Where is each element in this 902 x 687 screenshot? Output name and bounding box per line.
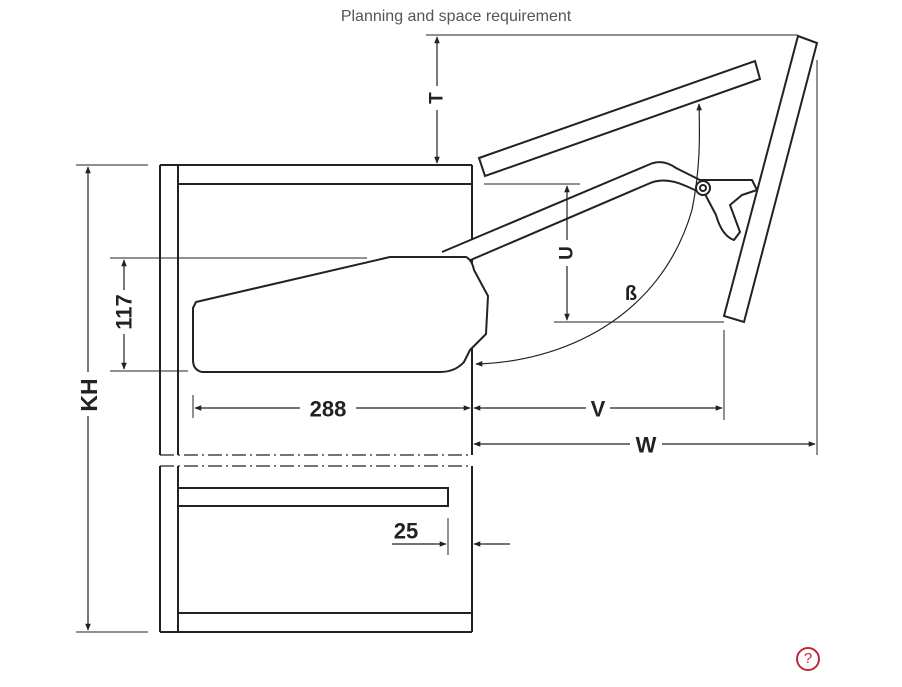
u-label: U — [557, 246, 578, 260]
mechanism-housing — [192, 256, 489, 373]
w-label: W — [636, 433, 657, 458]
intermediate-flap — [477, 59, 762, 178]
cabinet-top-panel — [160, 164, 472, 185]
setback-25-label: 25 — [394, 519, 418, 544]
angle-beta-arc — [475, 103, 702, 367]
cabinet-bottom-panel — [160, 612, 472, 633]
break-lines — [160, 454, 472, 467]
help-icon[interactable]: ? — [796, 647, 820, 671]
angle-beta-label: ß — [625, 283, 637, 305]
cabinet-shelf — [177, 487, 449, 507]
v-label: V — [591, 397, 606, 422]
depth-288-label: 288 — [310, 397, 347, 422]
t-label: T — [427, 92, 448, 104]
diagram-title: Planning and space requirement — [340, 8, 572, 25]
hinge-bracket — [699, 179, 758, 241]
lift-mechanism — [192, 161, 758, 373]
open-flap — [722, 34, 819, 324]
height-117-label: 117 — [112, 294, 137, 330]
label-backgrounds — [78, 86, 662, 456]
cabinet-lower-side-panel — [159, 466, 473, 632]
kh-label: KH — [76, 378, 102, 411]
